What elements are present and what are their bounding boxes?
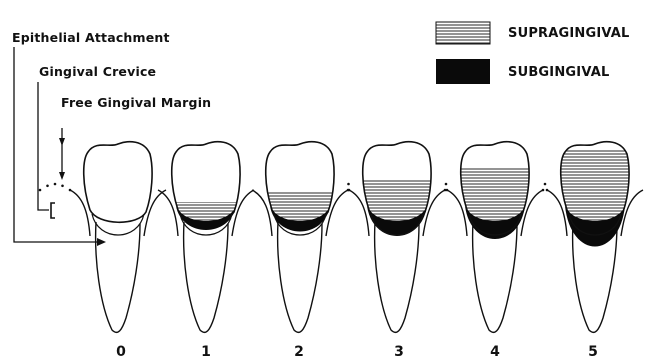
root-outline [375, 222, 419, 332]
root-outline [278, 222, 322, 332]
score-3: 3 [389, 344, 409, 360]
score-0: 0 [111, 344, 131, 360]
tooth-1 [158, 142, 254, 333]
tooth-3 [349, 142, 445, 333]
gingiva-right [144, 190, 166, 236]
tooth-2 [252, 142, 348, 333]
score-2: 2 [289, 344, 309, 360]
root-outline [96, 222, 140, 332]
label-free-gingival-margin: Free Gingival Margin [61, 95, 211, 110]
score-4: 4 [485, 344, 505, 360]
root-outline [184, 222, 228, 332]
legend-label-supragingival: SUPRAGINGIVAL [508, 26, 630, 41]
teeth-group [39, 142, 643, 333]
tooth-0 [70, 142, 166, 333]
gingiva-right [232, 190, 254, 236]
label-epithelial-attachment: Epithelial Attachment [12, 30, 170, 45]
tooth-4 [447, 142, 543, 333]
legend-swatch-supragingival [436, 22, 490, 44]
crown-outline [84, 142, 152, 223]
attachment-line [92, 214, 144, 235]
tooth-5 [547, 142, 643, 333]
score-1: 1 [196, 344, 216, 360]
label-gingival-crevice: Gingival Crevice [39, 64, 156, 79]
legend-swatch-subgingival [436, 59, 490, 84]
score-5: 5 [583, 344, 603, 360]
legend-label-subgingival: SUBGINGIVAL [508, 65, 609, 80]
